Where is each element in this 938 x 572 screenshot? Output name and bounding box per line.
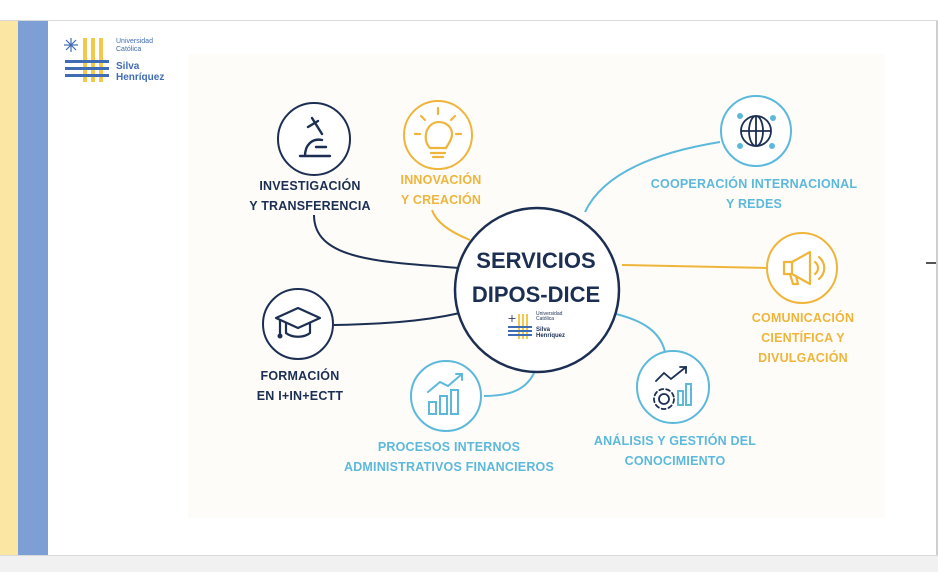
- label-procesos: PROCESOS INTERNOS ADMINISTRATIVOS FINANC…: [343, 440, 555, 474]
- logo-university-text: Universidad Católica: [116, 38, 153, 54]
- left-blue-stripe: [18, 21, 48, 555]
- slide-right-edge: [936, 21, 938, 555]
- logo-mark-icon: [64, 38, 109, 82]
- connector-formacion: [333, 312, 461, 326]
- label-innovacion: INNOVACIÓN Y CREACIÓN: [400, 173, 482, 207]
- logo-line-4: Henríquez: [116, 72, 165, 83]
- connector-innovacion: [431, 209, 471, 241]
- logo-line-1: Universidad: [116, 38, 153, 45]
- left-yellow-stripe: [0, 21, 18, 555]
- gear-chart-icon: [636, 350, 710, 424]
- graduation-cap-icon: [262, 288, 334, 360]
- center-logo-university-text: Universidad Católica: [536, 311, 563, 322]
- connector-cooperacion: [584, 141, 721, 213]
- slide-edge-marker: [926, 262, 936, 264]
- connector-investigacion: [313, 214, 461, 269]
- bottom-bar: [0, 555, 938, 572]
- label-formacion: FORMACIÓN EN I+IN+ECTT: [256, 369, 344, 403]
- university-logo: [63, 36, 183, 86]
- center-logo-icon: [508, 314, 532, 339]
- center-circle: [453, 206, 621, 374]
- logo-line-2: Católica: [116, 46, 142, 53]
- center-title: SERVICIOS DIPOS-DICE: [471, 248, 601, 307]
- logo-line-3: Silva: [116, 61, 140, 72]
- connector-analisis: [615, 313, 666, 353]
- lightbulb-icon: [403, 100, 473, 170]
- bar-chart-icon: [410, 360, 482, 432]
- logo-name-text: Silva Henríquez: [116, 61, 164, 83]
- label-analisis: ANÁLISIS Y GESTIÓN DEL CONOCIMIENTO: [593, 434, 757, 468]
- label-cooperacion: COOPERACIÓN INTERNACIONAL Y REDES: [650, 177, 858, 211]
- globe-network-icon: [720, 95, 792, 167]
- label-investigacion: INVESTIGACIÓN Y TRANSFERENCIA: [249, 179, 371, 213]
- microscope-icon: [277, 102, 351, 176]
- top-bar: [0, 0, 938, 21]
- label-comunicacion: COMUNICACIÓN CIENTÍFICA Y DIVULGACIÓN: [751, 311, 855, 365]
- connector-comunicacion: [621, 264, 771, 269]
- center-logo-name-text: Silva Henríquez: [536, 327, 566, 339]
- megaphone-icon: [766, 232, 838, 304]
